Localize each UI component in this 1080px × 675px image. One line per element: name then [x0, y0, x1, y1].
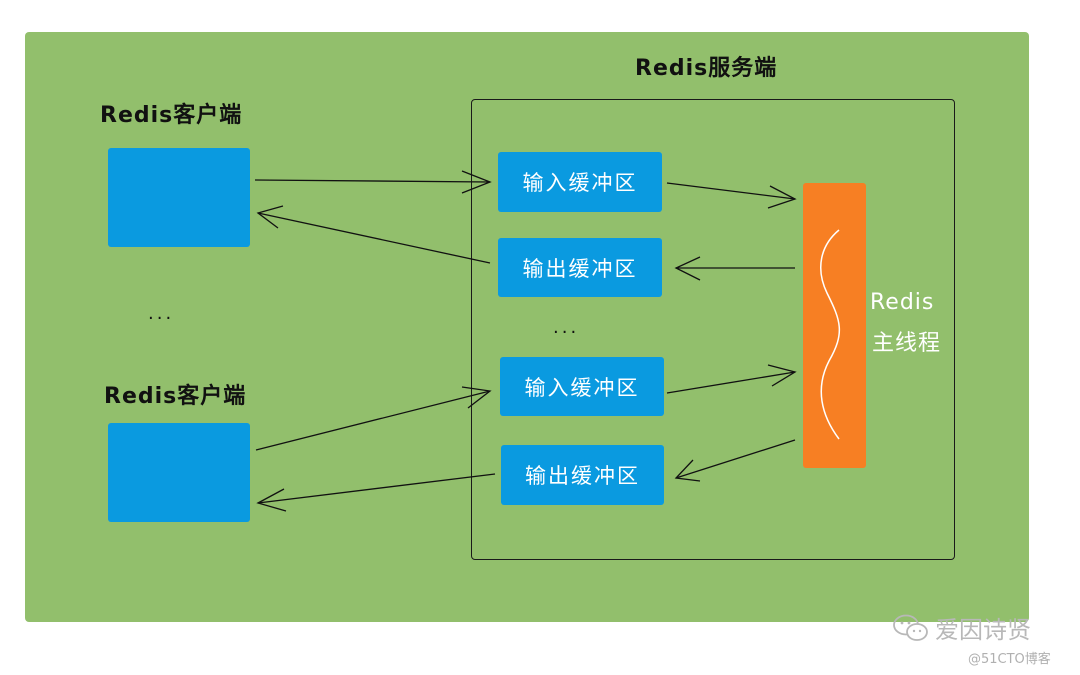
- thread-squiggle: [820, 229, 841, 440]
- thread-label-line1: Redis: [870, 290, 935, 315]
- arrow-output1-to-client1: [257, 212, 491, 264]
- input-buffer-1: 输入缓冲区: [498, 152, 662, 212]
- server-box: [471, 99, 955, 560]
- arrow-client2-to-input2: [255, 390, 491, 451]
- server-title: Redis服务端: [635, 56, 778, 81]
- client-box-2: [108, 423, 250, 522]
- site-credit: @51CTO博客: [968, 652, 1051, 667]
- redis-main-thread: [803, 183, 866, 468]
- output-buffer-1: 输出缓冲区: [498, 238, 662, 297]
- output-buffer-2: 输出缓冲区: [501, 445, 664, 505]
- wechat-icon: [893, 614, 928, 641]
- arrow-thread-to-output2: [675, 439, 796, 479]
- thread-label-line2: 主线程: [872, 331, 942, 356]
- arrow-output2-to-client2: [257, 473, 496, 504]
- client-label-1: Redis客户端: [100, 103, 243, 128]
- arrow-client1-to-input1: [254, 179, 491, 183]
- watermark-name: 爱因诗贤: [935, 616, 1031, 644]
- input-buffer-2: 输入缓冲区: [500, 357, 664, 416]
- client-ellipsis: ...: [148, 303, 175, 324]
- client-box-1: [108, 148, 250, 247]
- client-label-2: Redis客户端: [104, 384, 247, 409]
- arrow-input1-to-thread: [666, 182, 796, 200]
- watermark: 爱因诗贤: [893, 610, 1031, 645]
- buffer-ellipsis: ...: [553, 317, 580, 338]
- arrow-input2-to-thread: [666, 371, 796, 394]
